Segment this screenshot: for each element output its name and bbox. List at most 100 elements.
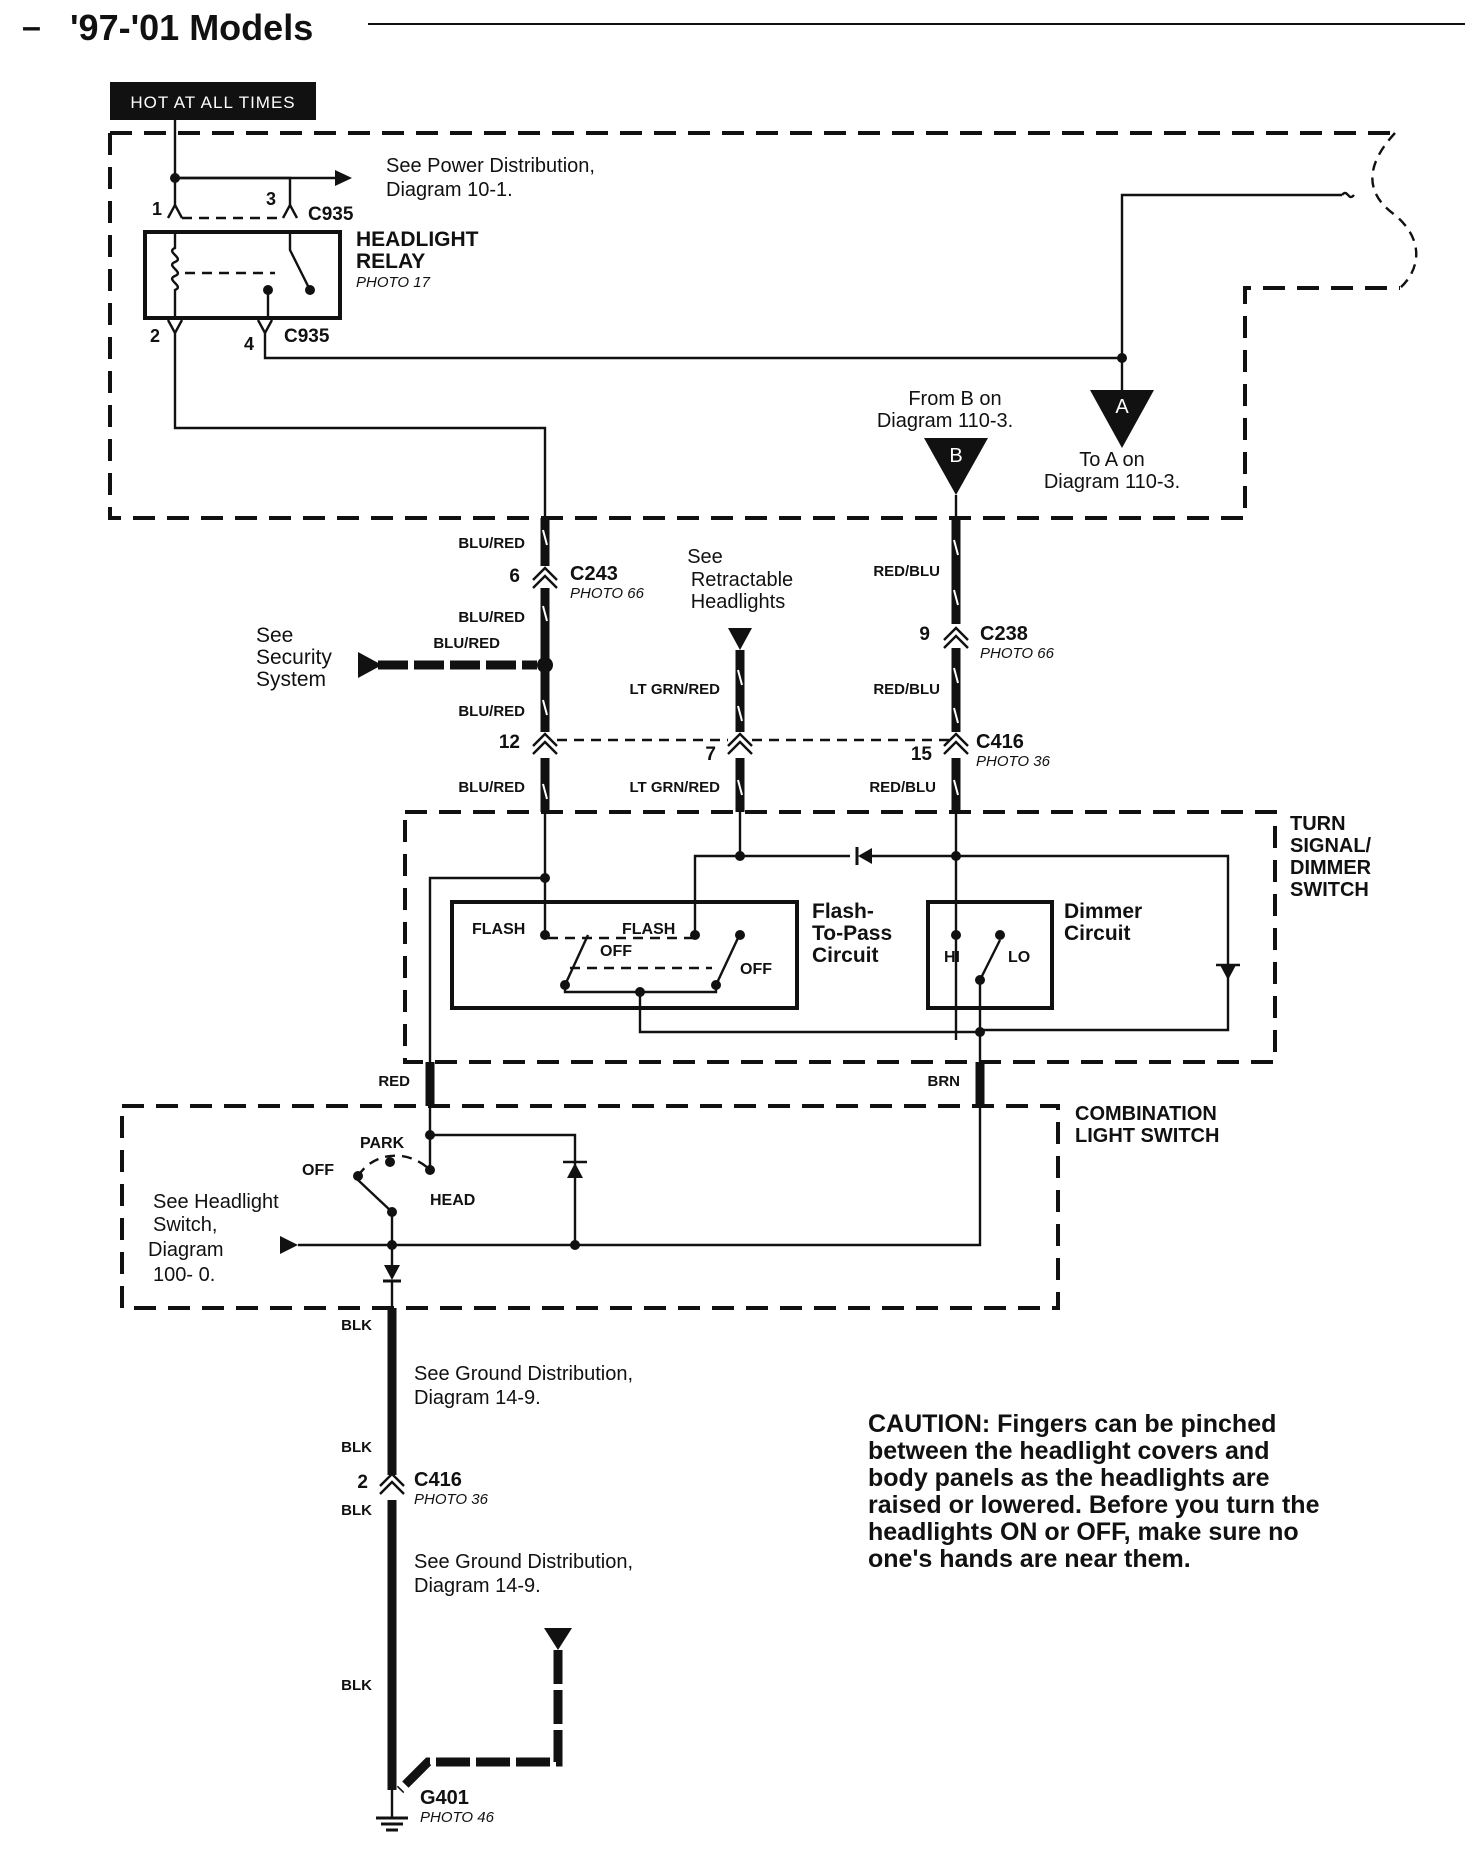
combination-switch-enclosure [120,1104,1060,1310]
ftp-contact-1 [540,930,550,940]
wire-red-blu-1: RED/BLU [873,563,940,580]
relay-coil [170,232,180,318]
wire-blu-red-4: BLU/RED [458,779,525,796]
security-arrow [358,652,382,678]
headlight-ref-line1: See Headlight [153,1191,279,1213]
dimmer-hi-contact [951,930,961,940]
to-a-line1: To A on [1079,449,1145,471]
combination-line2: LIGHT SWITCH [1075,1125,1219,1147]
pin2-terminal [166,319,184,336]
turn-signal-line4: SWITCH [1290,879,1369,901]
c416-pin7-label: 7 [705,744,716,765]
wire-blk-4: BLK [341,1677,372,1694]
headlight-switch-arrow [280,1236,298,1254]
wire-blu-red-security: BLU/RED [433,635,500,652]
c243-connector-b [532,574,558,589]
flash-right-arm [714,937,740,986]
headlight-relay [143,230,342,320]
security-line3: System [256,668,326,691]
combination-switch-arm [357,1179,393,1213]
security-splice [537,657,553,673]
dimmer-loop-wire [956,854,1230,1032]
zener-diode-1 [1220,965,1236,980]
headlight-ref-line2: Switch, [153,1214,217,1236]
caution-line5: headlights ON or OFF, make sure no [868,1518,1299,1546]
c416-bottom-pin: 2 [357,1472,368,1493]
park-label: PARK [360,1135,405,1152]
caution-line3: body panels as the headlights are [868,1464,1270,1492]
security-line2: Security [256,646,332,669]
c416-pin15 [943,732,969,747]
relay-name-2: RELAY [356,250,425,273]
c416-pin7-b [727,740,753,755]
caution-line4: raised or lowered. Before you turn the [868,1491,1320,1519]
flash-left-arm [563,934,590,986]
turn-signal-line1: TURN [1290,813,1346,835]
c935-bottom-label: C935 [284,326,330,347]
c935-top-label: C935 [308,204,354,225]
splice-392 [387,1240,397,1250]
c416-top-photo: PHOTO 36 [976,753,1051,770]
headlight-switch-wire [298,1106,982,1247]
dimmer-hi: HI [944,949,960,966]
from-b-line1: From B on [908,388,1001,410]
ground-ref1-line1: See Ground Distribution, [414,1363,633,1385]
wire-blu-red-3: BLU/RED [458,703,525,720]
pin4-terminal [256,319,274,336]
turn-signal-line2: SIGNAL/ [1290,835,1372,857]
power-ref-line1: See Power Distribution, [386,155,595,177]
c238-name: C238 [980,623,1028,645]
relay-contact [305,285,315,295]
wire-red-blu-2: RED/BLU [873,681,940,698]
from-b-line2: Diagram 110-3. [877,410,1013,432]
ftp-return-wire [638,992,980,1034]
flash-right-feed [693,854,740,935]
dimmer-lo: LO [1008,949,1030,966]
retractable-ground-arrow [544,1628,572,1650]
c238-photo: PHOTO 66 [980,645,1055,662]
turn-signal-enclosure [403,810,1277,1064]
relay-pin3-wire [175,176,292,205]
off-right-label: OFF [740,961,772,978]
dimmer-line1: Dimmer [1064,900,1142,923]
red-internal-wire [428,876,547,1075]
from-b-flag [924,438,988,495]
c416-pin12-label: 12 [499,732,520,753]
dimmer-line2: Circuit [1064,922,1131,945]
wire-brn: BRN [928,1073,961,1090]
retractable-ground-wire [396,1650,563,1794]
diode-symbol [858,848,872,864]
wire-red: RED [378,1073,410,1090]
head-contact [425,1165,435,1175]
c238-pin: 9 [919,624,930,645]
dimmer-lo-contact [995,930,1005,940]
c416-top-name: C416 [976,731,1024,753]
red-blu-stripes [953,539,959,796]
retractable-line2: Retractable [691,569,793,591]
caution-line6: one's hands are near them. [868,1545,1191,1573]
retractable-line1: See [687,546,723,568]
zener-diode-2 [567,1163,583,1178]
c243-connector [532,566,558,581]
relay-pin3: 3 [266,189,276,209]
retractable-line3: Headlights [691,591,786,613]
to-a-flag [1090,390,1154,448]
pin1-terminal [166,202,184,219]
wire-lt-grn-red-1: LT GRN/RED [629,681,720,698]
off-label: OFF [302,1162,334,1179]
c243-photo: PHOTO 66 [570,585,645,602]
ground-ref2-line1: See Ground Distribution, [414,1551,633,1573]
from-b-letter: B [949,445,962,467]
c416-bottom-connector [379,1472,405,1487]
caution-line1: CAUTION: Fingers can be pinched [868,1410,1276,1438]
wire-blk-2: BLK [341,1439,372,1456]
headlight-ref-line3: Diagram [148,1239,224,1261]
c416-pin12-b [532,740,558,755]
head-label: HEAD [430,1192,475,1209]
turn-signal-line3: DIMMER [1290,857,1372,879]
relay-name-1: HEADLIGHT [356,228,479,251]
a-loop-wire [1120,193,1342,358]
relay-pin2: 2 [150,326,160,346]
page-title: '97-'01 Models [70,7,313,48]
wire-blu-red-1: BLU/RED [458,535,525,552]
